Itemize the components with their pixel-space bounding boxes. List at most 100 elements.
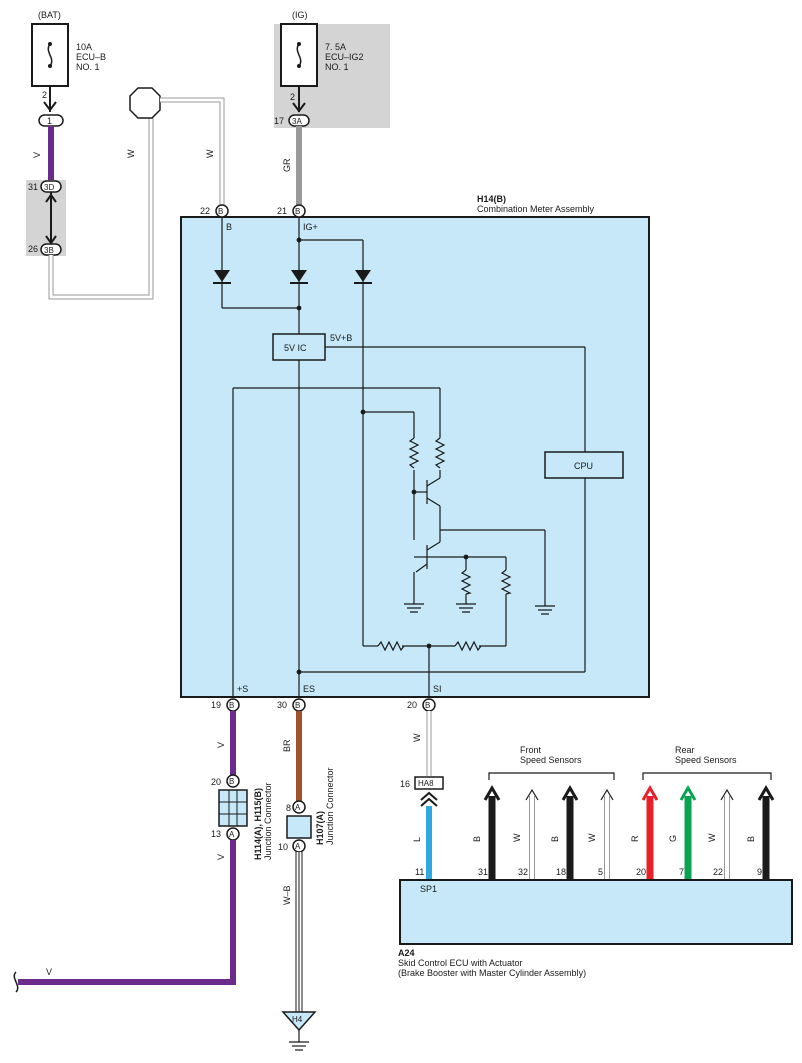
junction1-top-label: B bbox=[229, 777, 234, 786]
bat-fuse-icon bbox=[47, 43, 53, 67]
wire-label-v2: V bbox=[216, 742, 226, 748]
junction2-bottom-pin: 10 bbox=[278, 842, 288, 852]
5v-ic-output-label: 5V+B bbox=[330, 333, 352, 343]
sensor-pin-number: 22 bbox=[713, 867, 723, 877]
pin-21-label: B bbox=[295, 207, 300, 216]
sensor-arrow-icon bbox=[679, 785, 697, 801]
wire-label-v1: V bbox=[32, 152, 42, 158]
ecu-name-detail: (Brake Booster with Master Cylinder Asse… bbox=[398, 968, 586, 978]
meter-pin-es: ES bbox=[303, 684, 315, 694]
sensor-pin-number: 5 bbox=[598, 867, 603, 877]
bat-source-label: (BAT) bbox=[38, 10, 61, 20]
sensor-pin-number: 18 bbox=[556, 867, 566, 877]
wire-break-icon bbox=[13, 971, 19, 993]
pin-22-label: B bbox=[218, 207, 223, 216]
rear-sensors-line1: Rear bbox=[675, 745, 695, 755]
junction1-bottom-pin: 13 bbox=[211, 829, 221, 839]
bat-fuse-number: NO. 1 bbox=[76, 62, 100, 72]
connector-1-label: 1 bbox=[47, 116, 52, 126]
ground-h4 bbox=[281, 1011, 317, 1032]
front-sensors-bracket bbox=[488, 772, 615, 780]
wire-label-l: L bbox=[412, 837, 422, 842]
sensor-wire-color: W bbox=[587, 833, 597, 842]
sensor-pin-number: 9 bbox=[757, 867, 762, 877]
ha8-pin: 16 bbox=[400, 779, 410, 789]
sensor-pin-number: 7 bbox=[679, 867, 684, 877]
sensor-arrow-icon bbox=[641, 785, 659, 801]
sensor-wire-color: B bbox=[472, 836, 482, 842]
junction2-top-label: A bbox=[295, 803, 301, 812]
meter-name: Combination Meter Assembly bbox=[477, 204, 595, 214]
junction1-name: Junction Connector bbox=[263, 782, 273, 860]
connector-ha8-label: HA8 bbox=[418, 779, 434, 788]
junction2-code: H107(A) bbox=[315, 811, 325, 845]
sensor-arrow-icon bbox=[561, 785, 579, 801]
connector-3b-label: 3B bbox=[44, 246, 54, 255]
sp1-pin: 11 bbox=[415, 867, 424, 877]
rear-sensors-bracket bbox=[642, 772, 772, 780]
wire-v-out bbox=[18, 840, 236, 985]
sensor-arrow-icon bbox=[483, 785, 501, 801]
sensor-wire-color: W bbox=[512, 833, 522, 842]
connector-ha8 bbox=[414, 776, 444, 790]
junction2-top-pin: 8 bbox=[286, 803, 291, 813]
pin-21-number: 21 bbox=[277, 206, 287, 216]
pin-30-number: 30 bbox=[277, 700, 287, 710]
sensor-arrow-icon bbox=[720, 788, 734, 801]
wire-label-w2: W bbox=[205, 149, 215, 158]
sensor-wire-color: G bbox=[668, 835, 678, 842]
meter-pin-si: SI bbox=[433, 684, 442, 694]
sensor-arrow-icon bbox=[600, 788, 614, 801]
bat-fuse-pin: 2 bbox=[42, 90, 47, 100]
cpu-label: CPU bbox=[574, 461, 593, 471]
diode-icons bbox=[213, 270, 372, 284]
pin-19-number: 19 bbox=[211, 700, 221, 710]
ig-fuse-rating: 7. 5A bbox=[325, 42, 346, 52]
sensor-wire-color: R bbox=[630, 835, 640, 842]
junction2-bottom-label: A bbox=[295, 842, 301, 851]
sensor-pin-number: 31 bbox=[478, 867, 488, 877]
sensor-arrow-icon bbox=[757, 785, 775, 801]
bat-fuse-rating: 10A bbox=[76, 42, 92, 52]
cpu-box bbox=[544, 451, 624, 479]
5v-ic-box bbox=[272, 333, 326, 361]
connector-3a-label: 3A bbox=[292, 117, 302, 126]
junction-connector-h107 bbox=[286, 815, 312, 839]
connector-3d-label: 3D bbox=[44, 183, 54, 192]
junction1-bottom-label: A bbox=[229, 830, 235, 839]
ground-icon bbox=[289, 1030, 309, 1051]
ig-source-label: (IG) bbox=[292, 10, 308, 20]
connector-3a-pin: 17 bbox=[274, 116, 284, 126]
sensor-wire-color: W bbox=[707, 833, 717, 842]
bat-fuse-name: ECU–B bbox=[76, 52, 106, 62]
meter-pin-ig: IG+ bbox=[303, 222, 318, 232]
wire-label-br: BR bbox=[282, 739, 292, 752]
pin-20-label: B bbox=[425, 701, 430, 710]
rear-sensors-line2: Speed Sensors bbox=[675, 755, 737, 765]
wire-label-wb: W–B bbox=[282, 885, 292, 905]
sensor-wire-color: B bbox=[550, 836, 560, 842]
ig-fuse-name: ECU–IG2 bbox=[325, 52, 364, 62]
meter-pin-b: B bbox=[226, 222, 232, 232]
skid-control-ecu-box bbox=[399, 879, 793, 945]
pin-19-label: B bbox=[229, 701, 234, 710]
junction1-code: H114(A), H115(B) bbox=[253, 788, 263, 860]
wire-label-w3: W bbox=[412, 733, 422, 742]
ecu-name: Skid Control ECU with Actuator bbox=[398, 958, 523, 968]
wire-label-gr: GR bbox=[282, 158, 292, 172]
wire-label-v4: V bbox=[46, 967, 52, 977]
pin-20-number: 20 bbox=[407, 700, 417, 710]
wire-label-v3: V bbox=[216, 854, 226, 860]
ig-fuse-icon bbox=[296, 43, 302, 67]
wire-label-w1: W bbox=[126, 149, 136, 158]
junction1-top-pin: 20 bbox=[211, 777, 221, 787]
meter-internal-circuit bbox=[221, 217, 586, 697]
pin-30-label: B bbox=[295, 701, 300, 710]
pin-22-number: 22 bbox=[200, 206, 210, 216]
sensor-wire-color: B bbox=[746, 836, 756, 842]
junction2-name: Junction Connector bbox=[325, 767, 335, 845]
meter-code: H14(B) bbox=[477, 194, 506, 204]
5v-ic-label: 5V IC bbox=[284, 343, 307, 353]
connector-3d-pin: 31 bbox=[28, 182, 38, 192]
